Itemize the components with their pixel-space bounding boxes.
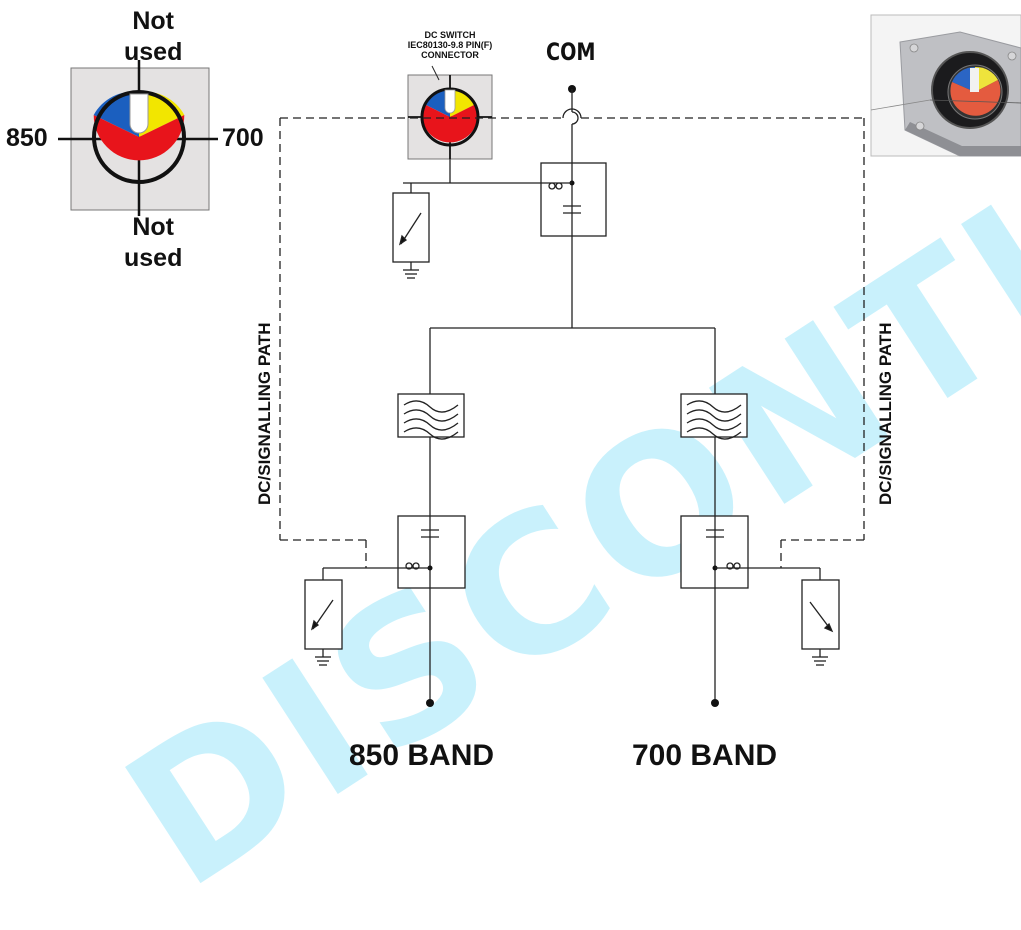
pin-label-top: Not used [124,7,183,66]
filter-850 [397,393,465,440]
terminal-850-dot [426,699,434,707]
com-label: COM [546,38,596,66]
diagram-stage: DISCONTINUED [6,0,1021,930]
pin-label-left: 850 [6,124,48,152]
band-label-850: 850 BAND [349,739,495,772]
dc-signalling-path-dashed [279,117,865,568]
bias-tee-850 [397,515,466,589]
surge-arrestor-850 [304,568,343,666]
pin-label-right: 700 [222,124,264,152]
top-surge-arrestor [392,183,430,279]
connector-photo [870,14,1021,157]
terminal-700-dot [711,699,719,707]
filter-700 [680,393,748,440]
pin-red-sector [93,115,185,161]
schematic-svg [58,14,1021,707]
dc-switch-connector [407,65,493,160]
bias-tee-700 [680,515,749,589]
pin-connector-large [58,60,218,216]
pin-yellow-sector [139,91,185,137]
top-bias-tee [540,162,607,237]
dc-switch-label: DC SWITCH IEC80130-9.8 PIN(F) CONNECTOR [407,30,493,60]
pin-key-slot [129,93,149,134]
band-label-700: 700 BAND [632,739,778,772]
pin-label-bottom: Not used [124,213,183,272]
surge-arrestor-700 [801,568,840,666]
pin-blue-sector [93,91,139,137]
dc-signalling-path-label-left: DC/SIGNALLING PATH [255,322,274,505]
dc-signalling-path-label-right: DC/SIGNALLING PATH [876,322,895,505]
